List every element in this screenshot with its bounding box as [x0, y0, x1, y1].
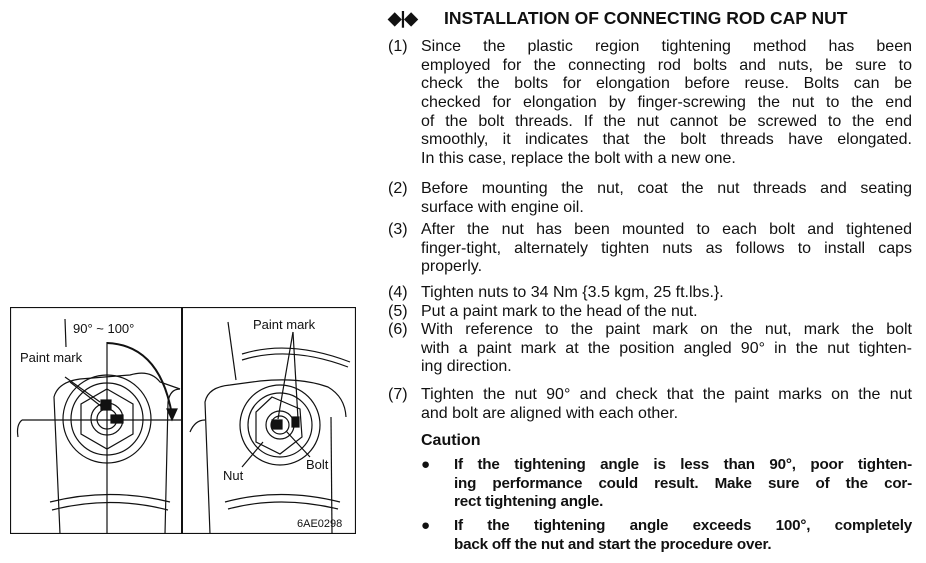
- figure-code: 6AE0298: [297, 518, 342, 530]
- installation-figure: 90° ~ 100° Paint mark Paint mark Nut Bol…: [10, 307, 356, 534]
- step-text-line: In this case, replace the bolt with a ne…: [421, 150, 736, 168]
- caution-item-1: ● If the tightening angle is less than 90…: [421, 456, 912, 512]
- bullet-icon: ●: [421, 517, 430, 534]
- caution-title: Caution: [421, 432, 481, 449]
- step-text-line: Put a paint mark to the head of the nut.: [421, 303, 698, 320]
- step-text-line: of the bolt threads. If the nut cannot b…: [421, 112, 912, 130]
- step-number: (1): [388, 38, 408, 55]
- rotation-arrow-icon: [166, 408, 178, 422]
- step-number: (3): [388, 221, 408, 238]
- caution-text-line: rect tightening angle.: [454, 493, 604, 511]
- step-5: (5) Put a paint mark to the head of the n…: [388, 303, 912, 322]
- step-1: (1) Since the plastic region tightening m…: [388, 38, 912, 169]
- right-panel-drawing: [189, 321, 351, 534]
- step-number: (5): [388, 303, 408, 320]
- nut-paint-mark: [100, 399, 112, 411]
- step-text-line: Before mounting the nut, coat the nut th…: [421, 180, 912, 197]
- step-text-line: employed for the connecting rod bolts an…: [421, 56, 912, 74]
- left-panel-drawing: [16, 318, 182, 534]
- step-number: (4): [388, 284, 408, 301]
- caution-text-line: ing performance could result. Make sure …: [454, 474, 912, 492]
- left-paint-mark-label: Paint mark: [20, 350, 83, 365]
- step-text-line: After the nut has been mounted to each b…: [421, 221, 912, 238]
- step-text-line: checked for elongation by finger-screwin…: [421, 94, 912, 112]
- step-number: (7): [388, 386, 408, 403]
- nut-label: Nut: [223, 468, 244, 483]
- angle-label: 90° ~ 100°: [73, 321, 134, 336]
- caution-item-2: ● If the tightening angle exceeds 100°, c…: [421, 517, 912, 554]
- step-7: (7) Tighten the nut 90° and check that th…: [388, 386, 912, 423]
- step-text-line: and bolt are aligned with each other.: [421, 404, 679, 422]
- step-text-line: surface with engine oil.: [421, 198, 584, 216]
- section-heading: ◆|◆ INSTALLATION OF CONNECTING ROD CAP NU…: [388, 8, 847, 29]
- step-text-line: ing direction.: [421, 358, 512, 376]
- step-text-line: properly.: [421, 258, 483, 276]
- right-paint-mark-label: Paint mark: [253, 317, 316, 332]
- step-text-line: check the bolts for elongation before re…: [421, 75, 912, 93]
- step-2: (2) Before mounting the nut, coat the nut…: [388, 180, 912, 217]
- step-3: (3) After the nut has been mounted to eac…: [388, 221, 912, 277]
- caution-text-line: If the tightening angle exceeds 100°, co…: [454, 517, 912, 534]
- step-text-line: With reference to the paint mark on the …: [421, 321, 912, 338]
- bolt-label: Bolt: [306, 457, 329, 472]
- step-text-line: with a paint mark at the position angled…: [421, 339, 912, 357]
- service-symbol-icon: ◆|◆: [388, 8, 418, 28]
- step-4: (4) Tighten nuts to 34 Nm {3.5 kgm, 25 ft…: [388, 284, 912, 303]
- section-title: INSTALLATION OF CONNECTING ROD CAP NUT: [444, 8, 848, 28]
- step-6: (6) With reference to the paint mark on t…: [388, 321, 912, 377]
- bolt-paint-mark: [110, 414, 124, 424]
- step-text-line: Tighten the nut 90° and check that the p…: [421, 386, 912, 403]
- caution-text-line: If the tightening angle is less than 90°…: [454, 456, 912, 473]
- step-text-line: Tighten nuts to 34 Nm {3.5 kgm, 25 ft.lb…: [421, 284, 724, 301]
- caution-text-line: back off the nut and start the procedure…: [454, 535, 772, 553]
- step-number: (6): [388, 321, 408, 338]
- step-number: (2): [388, 180, 408, 197]
- step-text-line: Since the plastic region tightening meth…: [421, 38, 912, 55]
- step-text-line: smoothly, it indicates that the bolt thr…: [421, 131, 912, 149]
- step-text-line: finger-tight, alternately tighten nuts a…: [421, 239, 912, 257]
- bullet-icon: ●: [421, 456, 430, 473]
